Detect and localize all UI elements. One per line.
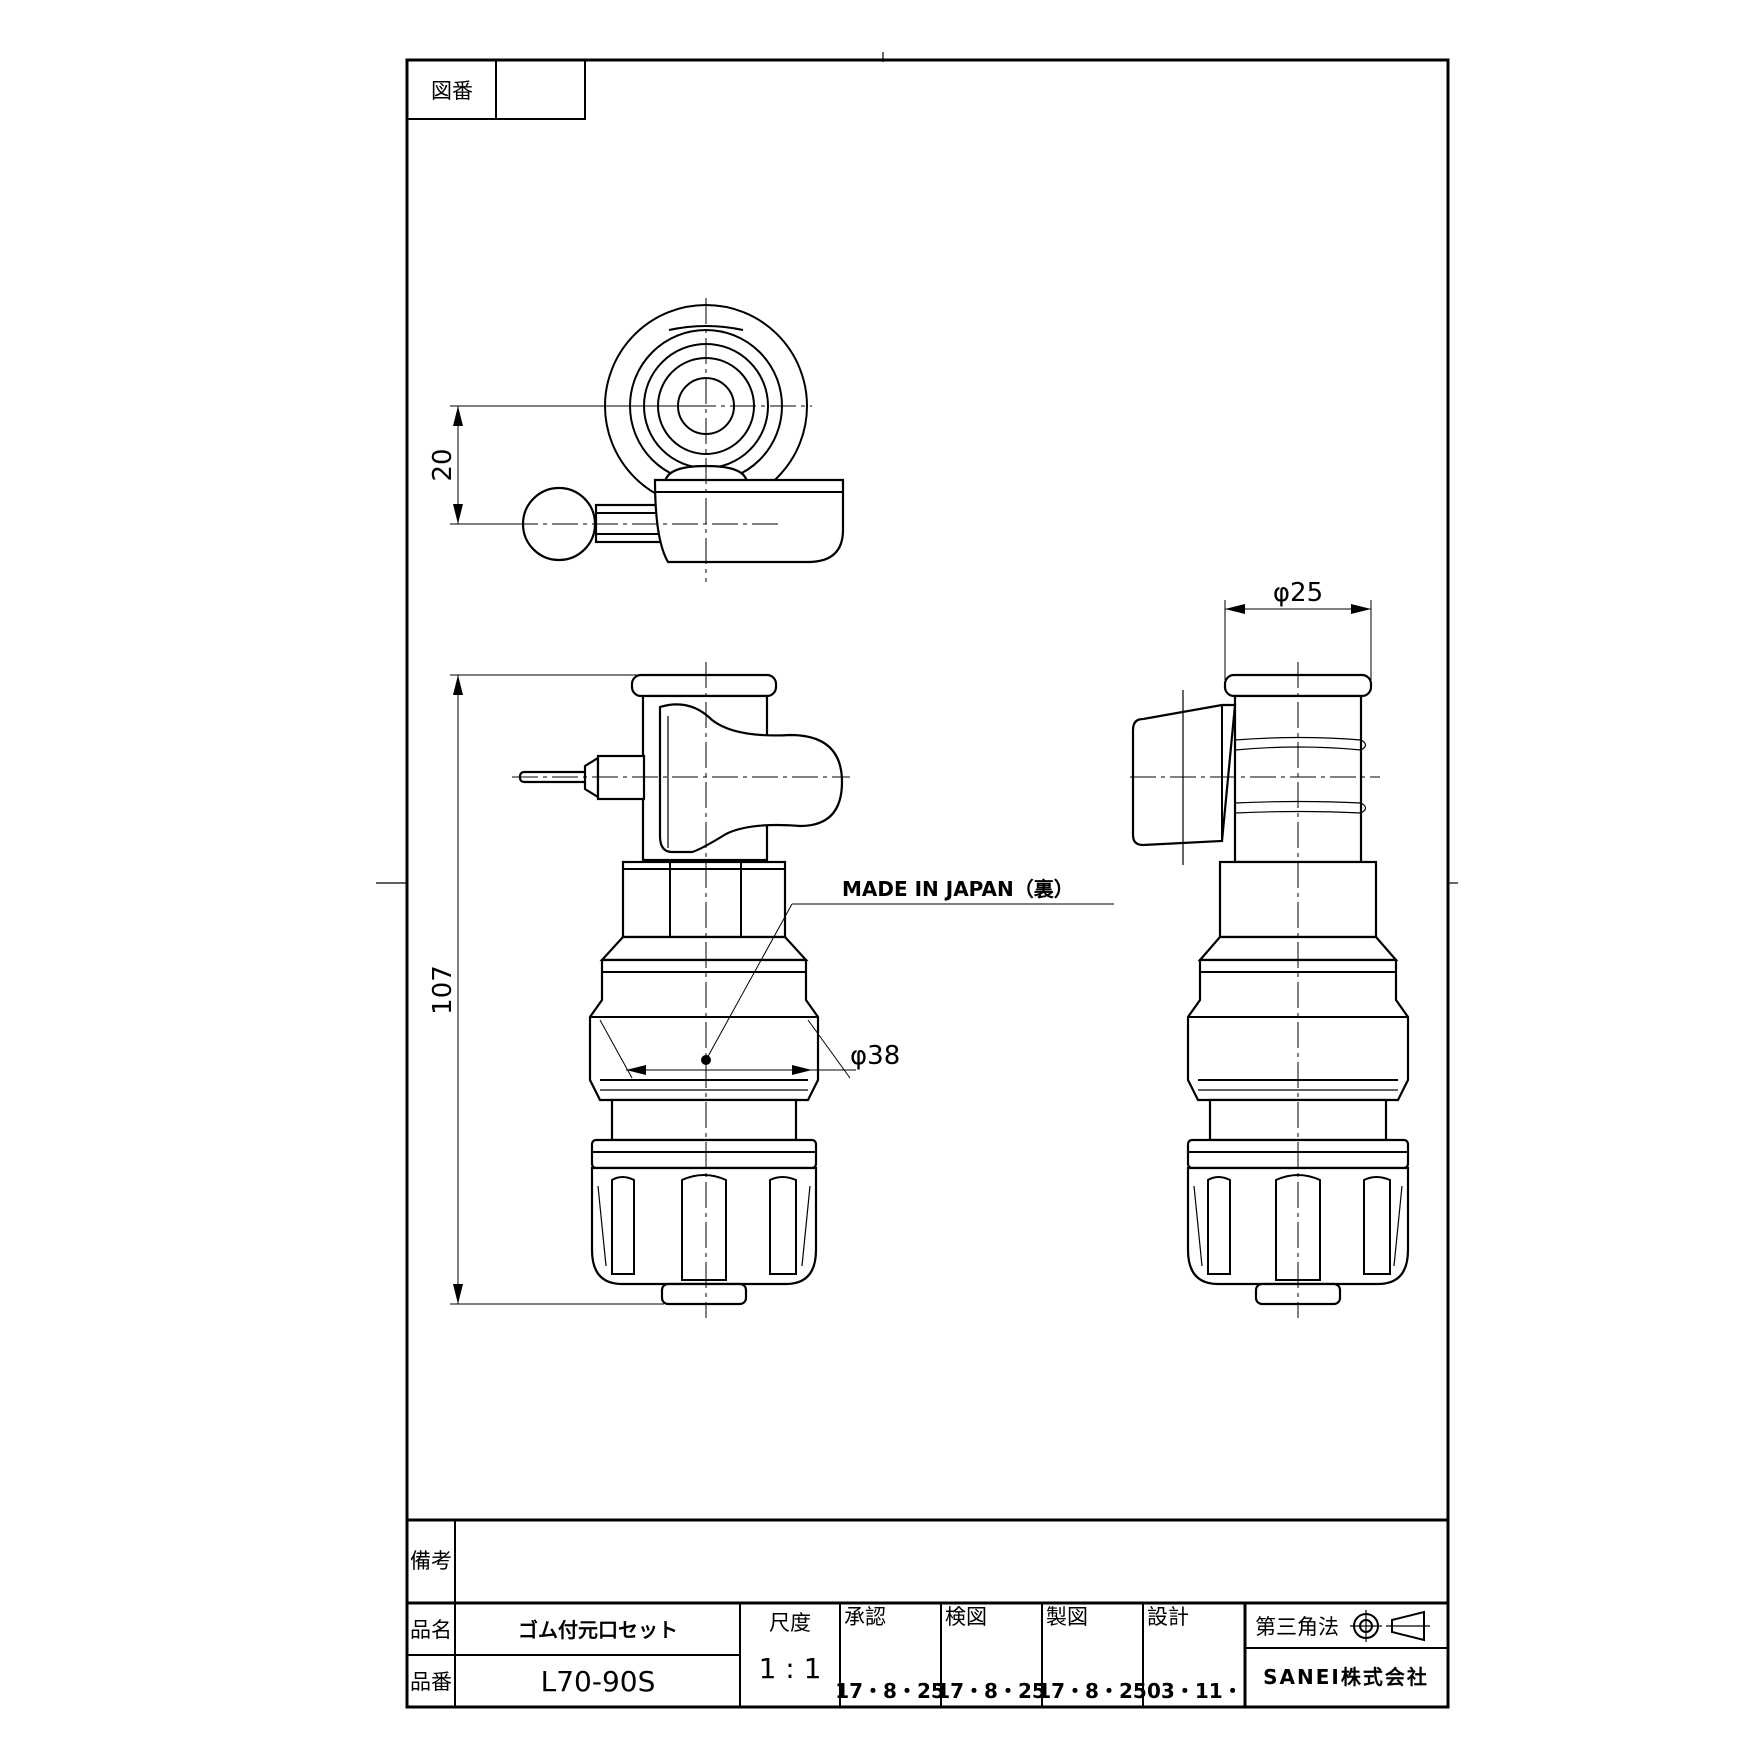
scale-value: 1 : 1 bbox=[759, 1652, 822, 1685]
dimension-top-diameter-value: φ25 bbox=[1273, 578, 1323, 608]
company-name: SANEI株式会社 bbox=[1263, 1665, 1429, 1689]
dimension-top-diameter: φ25 bbox=[1224, 578, 1372, 680]
product-number-label: 品番 bbox=[410, 1670, 452, 1694]
dimension-outer-diameter-value: φ38 bbox=[850, 1041, 900, 1071]
dimension-overall-height-value: 107 bbox=[428, 965, 458, 1015]
design-date: 03・11・ bbox=[1147, 1679, 1243, 1703]
dimension-overall-height: 107 bbox=[428, 674, 664, 1305]
check-label: 検図 bbox=[945, 1605, 987, 1629]
dimension-height-offset-value: 20 bbox=[428, 448, 458, 481]
scale-label: 尺度 bbox=[769, 1611, 811, 1635]
drafting-label: 製図 bbox=[1046, 1605, 1088, 1629]
annotation-made-in-japan: MADE IN JAPAN（裏） bbox=[701, 877, 1114, 1065]
drafting-date: 17・8・25 bbox=[1037, 1679, 1147, 1703]
drawing-number-box: 図番 bbox=[406, 59, 586, 120]
dimension-outer-diameter: φ38 bbox=[599, 1019, 900, 1079]
product-name-label: 品名 bbox=[410, 1618, 452, 1642]
check-date: 17・8・25 bbox=[936, 1679, 1046, 1703]
remarks-label: 備考 bbox=[410, 1549, 452, 1573]
side-view bbox=[1130, 662, 1410, 1318]
approval-date: 17・8・25 bbox=[835, 1679, 945, 1703]
top-view bbox=[512, 298, 845, 582]
approval-label: 承認 bbox=[844, 1605, 886, 1629]
drawing-number-label: 図番 bbox=[431, 79, 473, 103]
projection-label: 第三角法 bbox=[1255, 1615, 1339, 1639]
title-block: 備考 品名 ゴム付元口セット 品番 L70-90S 尺度 1 : 1 承認 17… bbox=[405, 1518, 1450, 1709]
dimension-height-offset: 20 bbox=[428, 405, 704, 525]
design-label: 設計 bbox=[1147, 1605, 1189, 1629]
front-view bbox=[512, 662, 850, 1318]
annotation-text: MADE IN JAPAN（裏） bbox=[842, 877, 1074, 901]
third-angle-projection-icon bbox=[1350, 1610, 1430, 1642]
product-name: ゴム付元口セット bbox=[518, 1618, 678, 1642]
product-number: L70-90S bbox=[541, 1665, 656, 1698]
